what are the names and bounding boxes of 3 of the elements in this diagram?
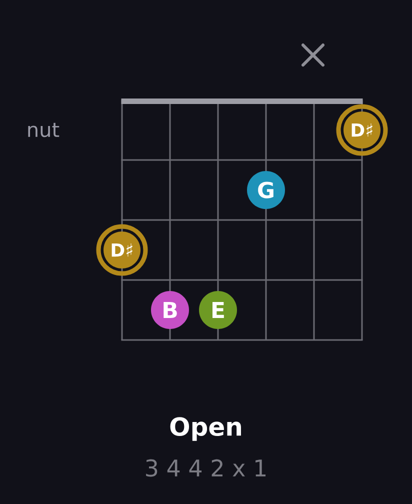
fingering-label: 3 4 4 2 x 1 (146, 459, 266, 477)
chord-title: Open (170, 417, 241, 441)
nut-label: nut (28, 122, 60, 138)
